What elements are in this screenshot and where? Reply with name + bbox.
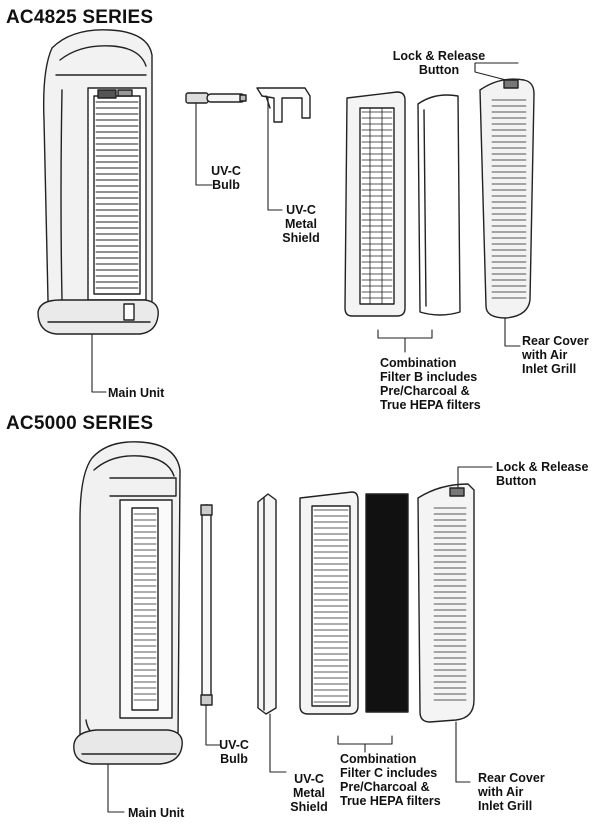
ac5000-main-unit-drawing [73, 441, 183, 765]
ac5000-rear-cover-drawing [417, 483, 475, 723]
ac4825-rear-cover-drawing [479, 78, 535, 319]
ac4825-series-title: AC4825 SERIES [6, 7, 154, 28]
ac5000-combination-filter-drawing [299, 491, 409, 715]
ac5000-series-title: AC5000 SERIES [6, 413, 154, 434]
ac5000-rear-cover-label: Rear Cover with Air Inlet Grill [478, 771, 545, 813]
ac5000-lock-release-label: Lock & Release Button [496, 460, 589, 488]
ac4825-main-unit-label: Main Unit [108, 386, 165, 400]
ac4825-combination-filter-label: Combination Filter B includes Pre/Charco… [380, 356, 481, 412]
ac4825-lock-release-label: Lock & Release Button [392, 49, 486, 77]
ac4825-uvc-shield-label: UV-C Metal Shield [282, 203, 320, 245]
ac4825-uvc-bulb-label: UV-C Bulb [211, 164, 241, 192]
ac4825-leader-lines [91, 62, 521, 393]
ac5000-leader-lines [107, 466, 493, 813]
ac5000-uvc-shield-label: UV-C Metal Shield [290, 772, 328, 814]
ac4825-rear-cover-label: Rear Cover with Air Inlet Grill [522, 334, 589, 376]
ac5000-uvc-bulb-label: UV-C Bulb [219, 738, 249, 766]
ac4825-uvc-shield-drawing [256, 87, 311, 123]
ac4825-combination-filter-drawing [344, 91, 461, 317]
ac4825-uvc-bulb-drawing [185, 92, 247, 104]
ac5000-combination-filter-label: Combination Filter C includes Pre/Charco… [340, 752, 441, 808]
ac4825-main-unit-drawing [37, 29, 159, 335]
ac5000-uvc-bulb-drawing [200, 504, 213, 706]
ac5000-main-unit-label: Main Unit [128, 806, 185, 820]
ac5000-uvc-shield-drawing [257, 493, 277, 715]
